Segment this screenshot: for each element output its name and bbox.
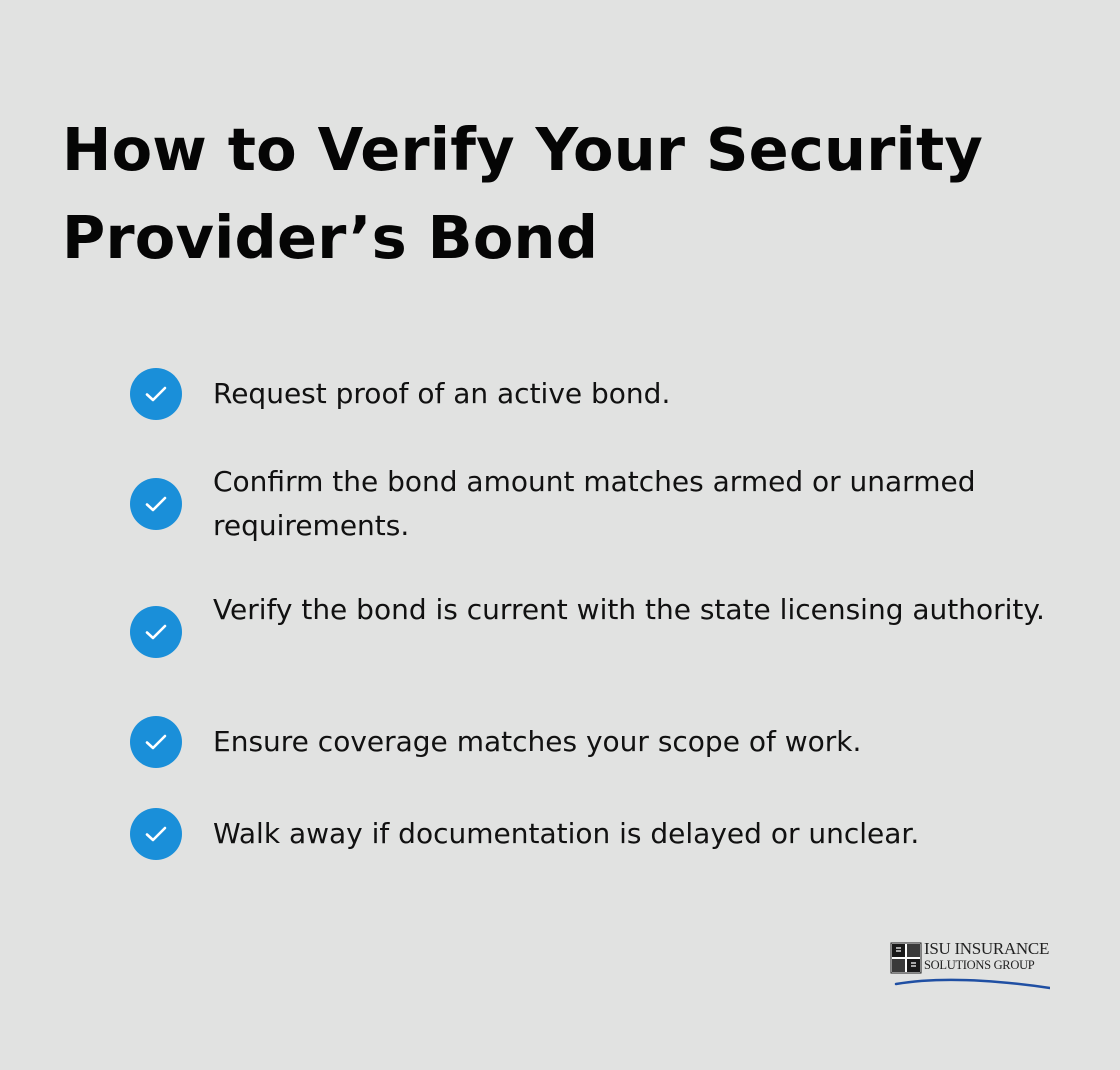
checklist-item-text: Ensure coverage matches your scope of wo… <box>213 725 862 758</box>
logo-text-line1: ISU INSURANCE <box>924 939 1050 958</box>
checkmark-circle-icon <box>130 368 182 420</box>
checklist-item-text: Walk away if documentation is delayed or… <box>213 817 920 850</box>
checkmark-circle-icon <box>130 478 182 530</box>
checkmark-circle-icon <box>130 808 182 860</box>
checkmark-circle-icon <box>130 716 182 768</box>
logo-mark-icon <box>890 942 922 974</box>
logo-text-line2: SOLUTIONS GROUP <box>924 958 1035 972</box>
company-logo: ISU INSURANCE SOLUTIONS GROUP <box>890 940 1060 1000</box>
page-title: How to Verify Your Security Provider’s B… <box>62 115 984 272</box>
checkmark-circle-icon <box>130 606 182 658</box>
checklist-item-text: Verify the bond is current with the stat… <box>213 593 1045 626</box>
logo-swoosh <box>894 978 1050 990</box>
checklist-item-text: Request proof of an active bond. <box>213 377 671 410</box>
checklist-item-text: Confirm the bond amount matches armed or… <box>213 465 976 542</box>
